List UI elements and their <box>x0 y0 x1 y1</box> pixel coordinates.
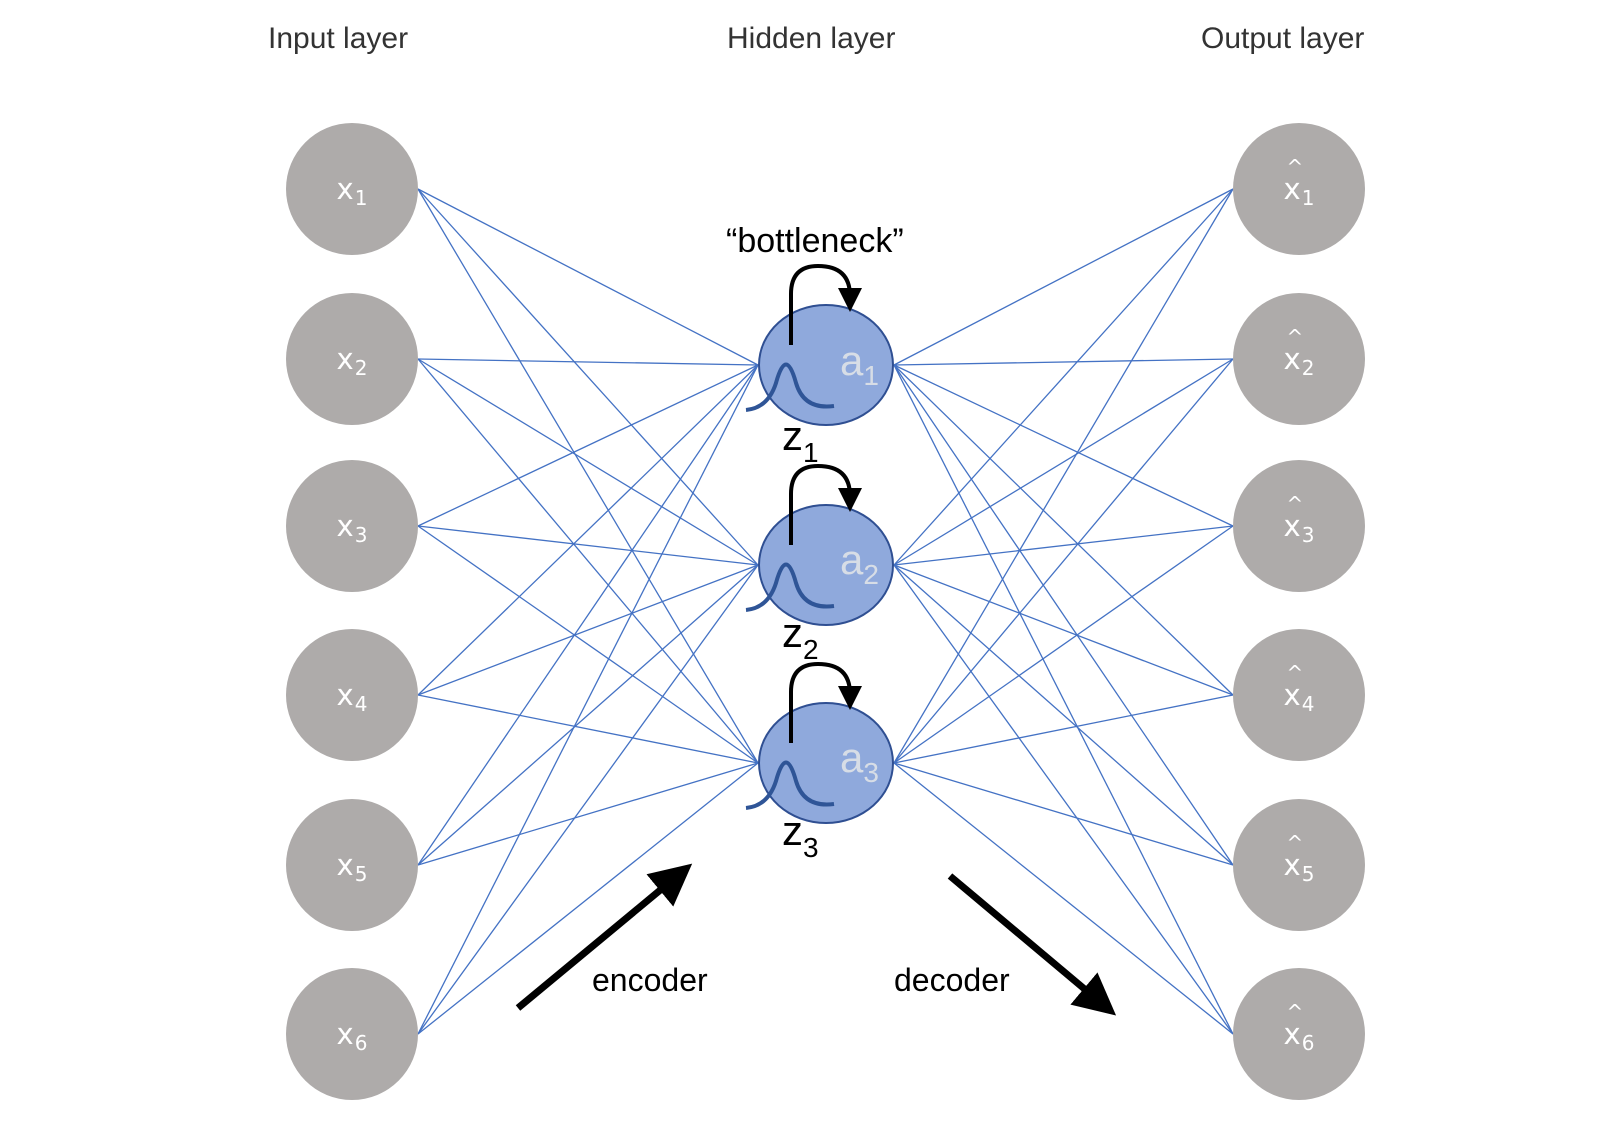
input-layer-title: Input layer <box>268 22 409 55</box>
encoder-edge <box>417 525 759 764</box>
hidden-a1-label: a1 <box>840 337 879 391</box>
encoder-edge <box>417 188 759 764</box>
encoder-arrow <box>515 863 693 1011</box>
output-node-xhat3: x3 <box>1233 460 1365 592</box>
encoder-edge <box>417 694 759 764</box>
decoder-edge <box>893 358 1234 366</box>
output-node-xhat4: x4 <box>1233 629 1365 761</box>
decoder-edge <box>893 358 1234 764</box>
encoder-edge <box>417 358 759 366</box>
hidden-node-1 <box>758 304 894 426</box>
encoder-edge <box>417 358 759 764</box>
encoder-edge <box>417 564 759 1035</box>
encoder-edge <box>417 188 759 566</box>
encoder-edge <box>417 525 759 566</box>
encoder-edge <box>417 364 759 696</box>
encoder-label: encoder <box>592 962 708 998</box>
hidden-z1-label: z1 <box>782 412 819 468</box>
hidden-z3-label: z3 <box>782 807 819 863</box>
decoder-edge <box>893 762 1234 1035</box>
activation-curve <box>745 562 835 612</box>
decoder-edge <box>893 564 1234 866</box>
decoder-edge <box>893 188 1234 566</box>
decoder-edge <box>893 762 1234 866</box>
activation-curve <box>745 362 835 412</box>
decoder-edge <box>893 364 1234 527</box>
self-loop-arrow <box>789 463 862 545</box>
bottleneck-label: “bottleneck” <box>726 222 904 260</box>
decoder-edge <box>893 694 1234 764</box>
decoder-arrow <box>947 873 1117 1016</box>
encoder-edge <box>417 358 759 566</box>
encoder-edge <box>417 364 759 866</box>
output-layer-title: Output layer <box>1201 22 1365 55</box>
encoder-edge <box>417 762 759 866</box>
output-node-xhat5: x5 <box>1233 799 1365 931</box>
activation-curve <box>745 760 835 810</box>
hidden-a2-label: a2 <box>840 536 879 590</box>
decoder-edge <box>893 364 1234 696</box>
output-node-xhat1: x1 <box>1233 123 1365 255</box>
decoder-label: decoder <box>894 962 1010 998</box>
decoder-edge <box>893 525 1234 566</box>
self-loop-arrow <box>789 661 862 743</box>
decoder-edge <box>893 564 1234 1035</box>
encoder-edge <box>417 564 759 696</box>
output-node-xhat6: x6 <box>1233 968 1365 1100</box>
encoder-edge <box>417 762 759 1035</box>
decoder-edge <box>893 525 1234 764</box>
encoder-edge <box>417 364 759 527</box>
decoder-edge <box>893 364 1234 866</box>
self-loop-arrow <box>789 263 862 345</box>
hidden-a3-label: a3 <box>840 734 879 788</box>
decoder-edge <box>893 364 1234 1035</box>
encoder-edge <box>417 564 759 866</box>
hidden-z2-label: z2 <box>782 609 819 665</box>
decoder-edge <box>893 564 1234 696</box>
encoder-edge <box>417 188 759 366</box>
decoder-edge <box>893 358 1234 566</box>
output-node-xhat2: x2 <box>1233 293 1365 425</box>
encoder-edge <box>417 364 759 1035</box>
hidden-layer-title: Hidden layer <box>727 22 896 55</box>
decoder-edge <box>893 188 1234 764</box>
decoder-edge <box>893 188 1234 366</box>
